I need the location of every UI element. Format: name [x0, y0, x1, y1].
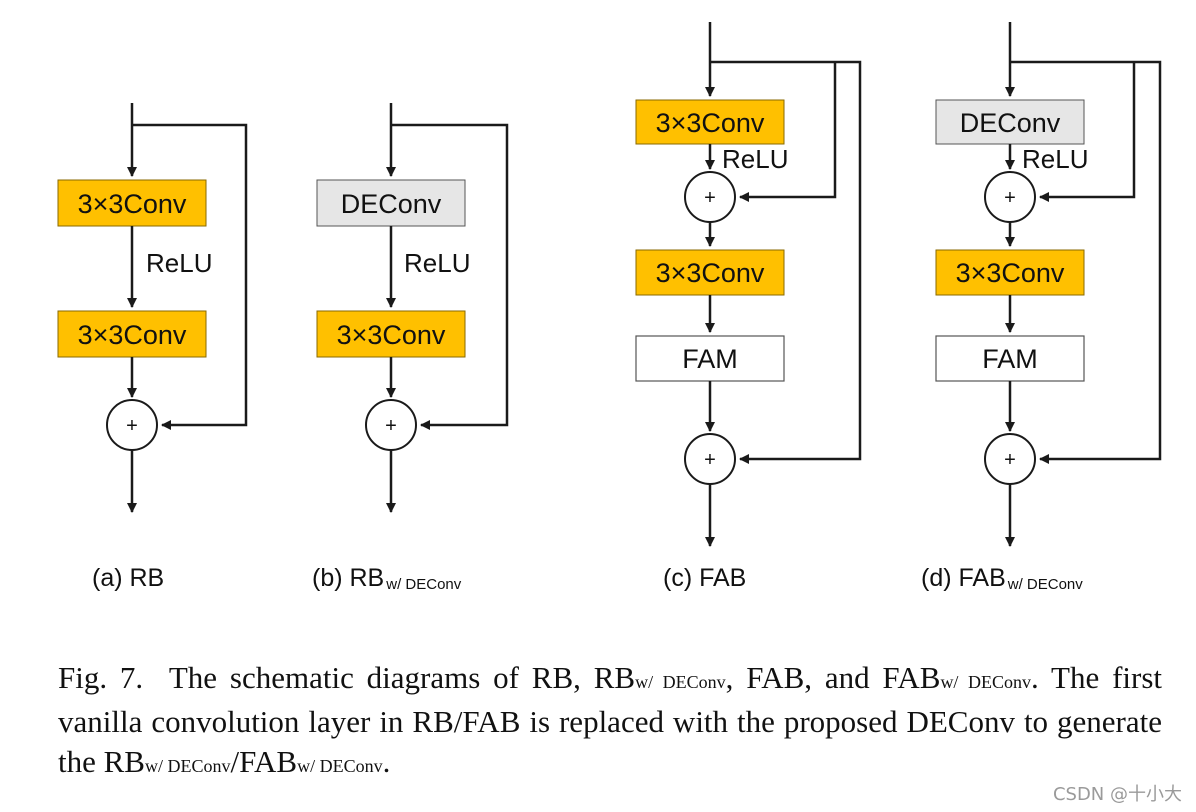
- conv-label: 3×3Conv: [78, 320, 187, 350]
- deconv-label: DEConv: [341, 189, 442, 219]
- outer-skip-connection: [1010, 60, 1162, 464]
- conv-box-1: [635, 99, 785, 145]
- inner-skip-connection: [1039, 62, 1136, 202]
- fam-box: [935, 335, 1085, 382]
- watermark: CSDN @十小大: [1052, 784, 1182, 805]
- subfigure-label-a: (a) RB: [92, 564, 164, 592]
- figure-caption: Fig. 7. The schematic diagrams of RB, RB…: [58, 658, 1162, 786]
- plus-sign: +: [126, 415, 138, 437]
- plus-sign: +: [385, 415, 397, 437]
- conv-box-2: [635, 249, 785, 296]
- relu-label: ReLU: [1022, 144, 1088, 174]
- plus-sign: +: [1004, 187, 1016, 209]
- caption-subscript: w/ DEConv: [635, 672, 726, 692]
- subfigure-label-c: (c) FAB: [663, 564, 746, 592]
- plus-sign: +: [704, 187, 716, 209]
- conv-box: [316, 310, 466, 358]
- caption-text: /FAB: [230, 744, 298, 779]
- conv-label: 3×3Conv: [656, 108, 765, 138]
- skip-connection: [391, 123, 509, 430]
- conv-label: 3×3Conv: [337, 320, 446, 350]
- caption-text: The schematic diagrams of RB, RB: [168, 660, 636, 695]
- caption-subscript: w/ DEConv: [940, 672, 1032, 692]
- relu-label: ReLU: [404, 248, 470, 278]
- conv-box-1: [57, 179, 207, 227]
- relu-label: ReLU: [722, 144, 788, 174]
- schematic-diagrams: 3×3Conv ReLU 3×3Conv + (a) RB DEConv ReL…: [57, 22, 1162, 593]
- diagram-fab: 3×3Conv ReLU + 3×3Conv FAM + (c) FAB: [635, 22, 862, 592]
- plus-sign: +: [1004, 449, 1016, 471]
- plus-sign: +: [704, 449, 716, 471]
- caption-subscript: w/ DEConv: [144, 756, 231, 776]
- conv-label: 3×3Conv: [956, 258, 1065, 288]
- deconv-label: DEConv: [960, 108, 1061, 138]
- caption-text: , FAB, and FAB: [725, 660, 941, 695]
- diagram-rb: 3×3Conv ReLU 3×3Conv + (a) RB: [57, 103, 248, 592]
- conv-box-2: [57, 310, 207, 358]
- conv-label: 3×3Conv: [78, 189, 187, 219]
- deconv-box: [935, 99, 1085, 145]
- inner-skip-connection: [739, 62, 837, 202]
- fam-box: [635, 335, 785, 382]
- caption-fig-number: Fig. 7.: [58, 660, 144, 695]
- relu-label: ReLU: [146, 248, 212, 278]
- fam-label: FAM: [982, 344, 1038, 374]
- outer-skip-connection: [710, 60, 862, 464]
- caption-text: .: [382, 744, 391, 779]
- caption-subscript: w/ DEConv: [297, 756, 383, 776]
- skip-connection: [132, 123, 248, 430]
- caption-text: . The first vanilla convolution layer in…: [58, 660, 1163, 779]
- fam-label: FAM: [682, 344, 738, 374]
- conv-label: 3×3Conv: [656, 258, 765, 288]
